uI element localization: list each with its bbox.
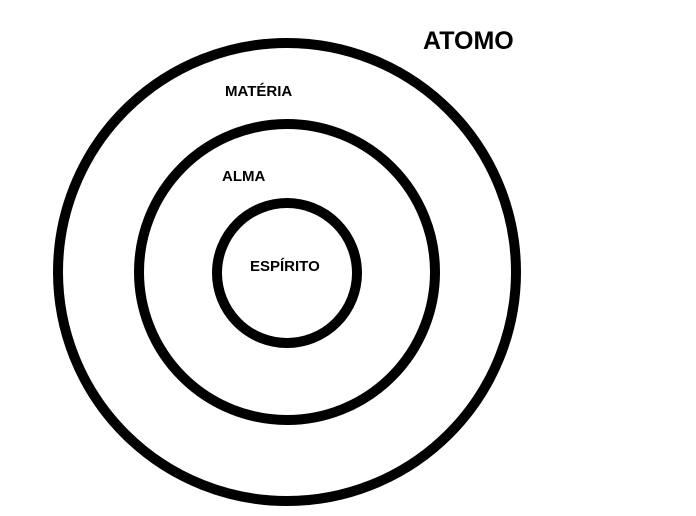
inner-ring-espirito bbox=[212, 198, 362, 348]
diagram-title: ATOMO bbox=[423, 27, 514, 55]
ring-label-espirito: ESPÍRITO bbox=[250, 258, 320, 275]
outer-ring-materia bbox=[53, 38, 521, 506]
middle-ring-alma bbox=[134, 119, 440, 425]
ring-label-materia: MATÉRIA bbox=[225, 83, 292, 100]
ring-label-alma: ALMA bbox=[222, 168, 265, 185]
